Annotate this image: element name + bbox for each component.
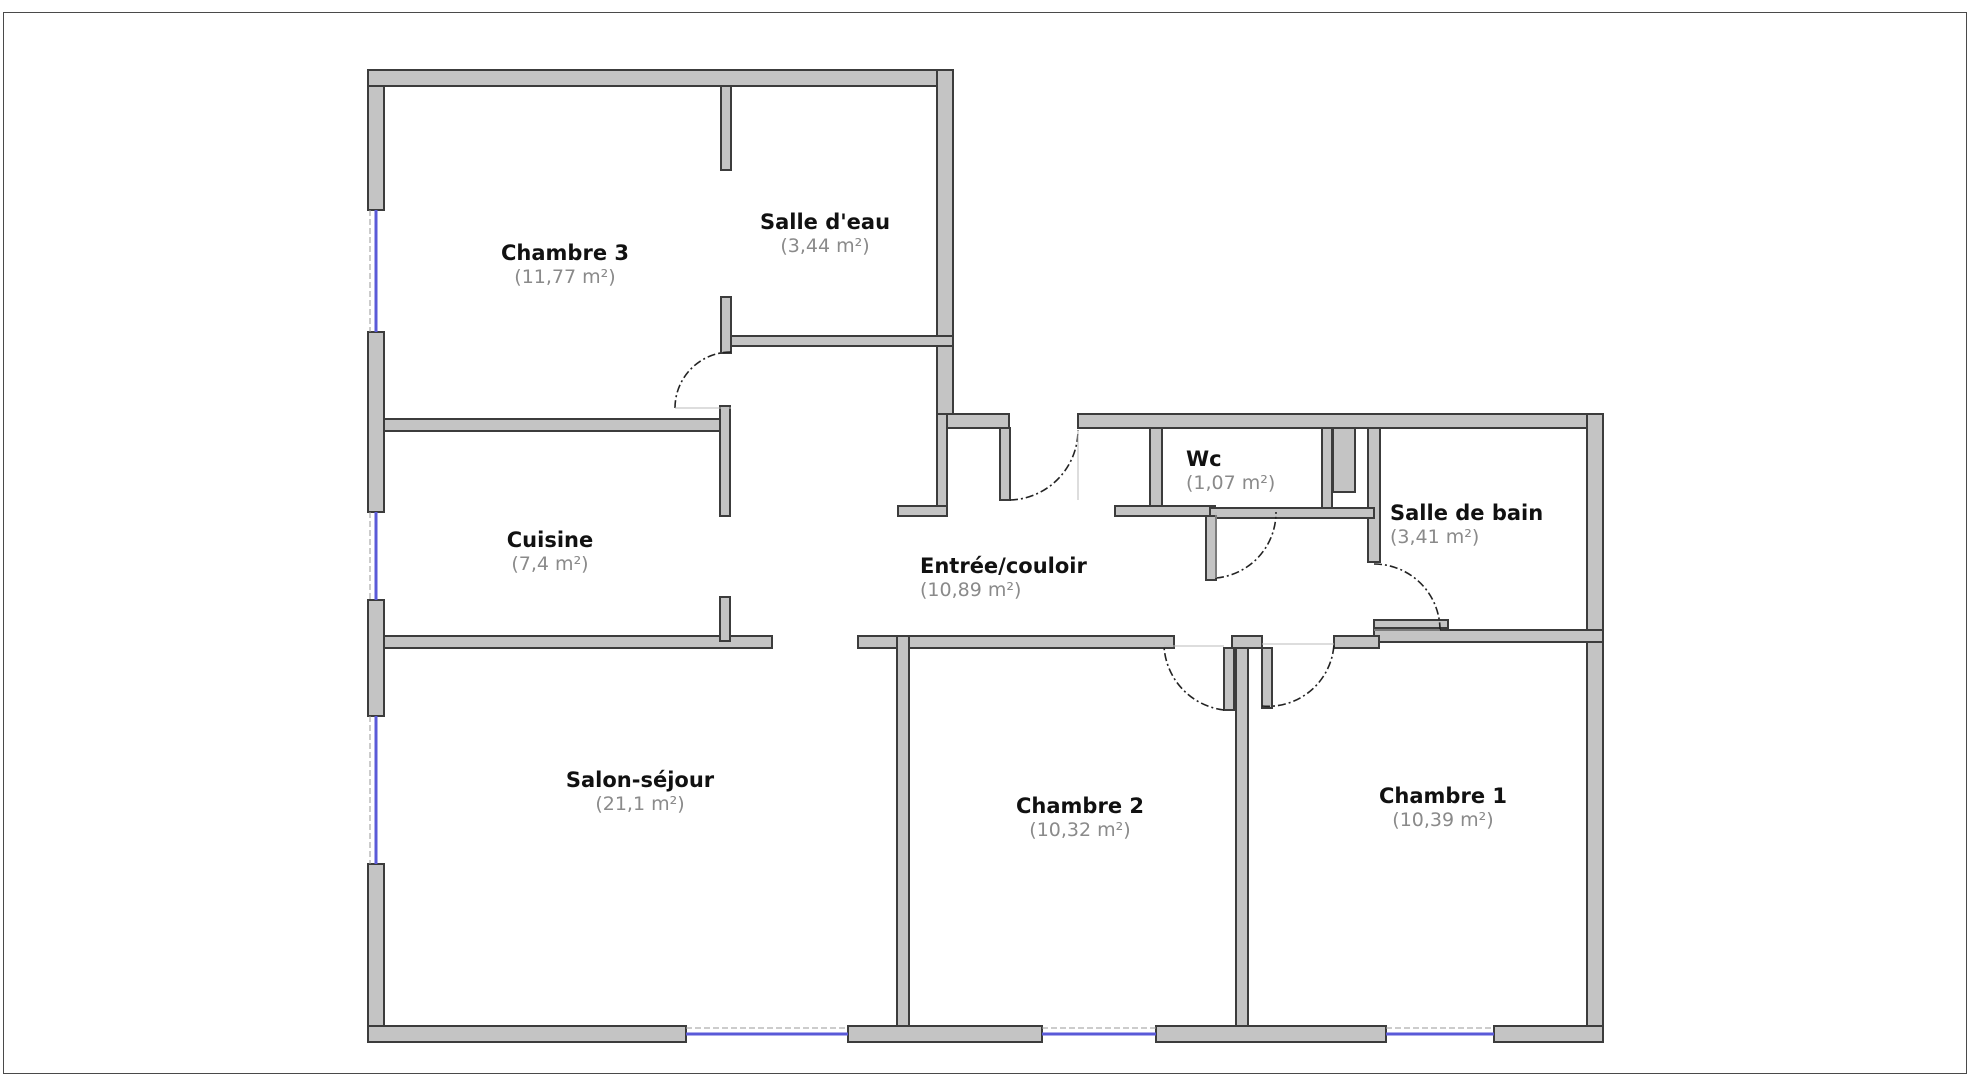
- room-cuisine: Cuisine (7,4 m²): [480, 527, 620, 577]
- wall-segment: [936, 69, 954, 423]
- room-name: Salle d'eau: [759, 210, 891, 234]
- room-name: Chambre 3: [501, 241, 629, 265]
- wall-segment: [720, 85, 732, 171]
- room-salle-eau: Salle d'eau (3,44 m²): [750, 209, 900, 259]
- wall-segment: [1223, 647, 1235, 711]
- wall-segment: [1231, 635, 1263, 649]
- room-name: Chambre 2: [1016, 794, 1144, 818]
- wall-segment: [367, 599, 385, 717]
- door-swing: [1163, 645, 1225, 711]
- doors: [674, 351, 1441, 711]
- wall-segment: [1367, 427, 1381, 563]
- wall-segment: [1321, 427, 1333, 511]
- room-name: Entrée/couloir: [920, 554, 1087, 578]
- wall-segment: [1586, 413, 1604, 1043]
- wall-segment: [897, 505, 948, 517]
- room-name: Salle de bain: [1390, 501, 1544, 525]
- door-swing: [1261, 643, 1335, 708]
- room-name: Chambre 1: [1379, 784, 1507, 808]
- wall-segment: [1205, 515, 1217, 581]
- room-chambre-2: Chambre 2 (10,32 m²): [1000, 793, 1160, 843]
- windows: [369, 210, 1494, 1036]
- wall-segment: [1373, 619, 1449, 629]
- wall-segment: [1235, 647, 1249, 1027]
- wall-segment: [857, 635, 1175, 649]
- wall-segment: [720, 296, 732, 354]
- room-area: (10,32 m²): [1029, 819, 1131, 842]
- wall-segment: [847, 1025, 1043, 1043]
- walls: [367, 69, 1604, 1043]
- wall-segment: [1261, 647, 1273, 709]
- wall-segment: [999, 427, 1011, 501]
- room-chambre-3: Chambre 3 (11,77 m²): [490, 240, 640, 290]
- room-entree-couloir: Entrée/couloir (10,89 m²): [920, 553, 1120, 603]
- room-name: Wc: [1186, 447, 1222, 471]
- room-name: Salon-séjour: [565, 768, 715, 792]
- wall-segment: [936, 413, 948, 517]
- wall-segment: [1333, 635, 1380, 649]
- wall-segment: [383, 418, 725, 432]
- room-area: (1,07 m²): [1186, 472, 1276, 495]
- wall-segment: [383, 635, 773, 649]
- wall-segment: [367, 863, 385, 1043]
- room-area: (7,4 m²): [511, 553, 589, 576]
- door-swing: [1373, 563, 1441, 631]
- room-chambre-1: Chambre 1 (10,39 m²): [1363, 783, 1523, 833]
- wall-segment: [1114, 505, 1216, 517]
- wall-segment: [1493, 1025, 1604, 1043]
- door-swing: [1215, 511, 1277, 579]
- wall-segment: [367, 69, 385, 211]
- wall-segment: [722, 335, 954, 347]
- room-wc: Wc (1,07 m²): [1186, 446, 1306, 496]
- wall-segment: [1077, 413, 1604, 429]
- room-area: (21,1 m²): [595, 793, 685, 816]
- wall-segment: [896, 635, 910, 1027]
- door-swing: [674, 351, 732, 409]
- room-name: Cuisine: [506, 528, 594, 552]
- wall-segment: [719, 596, 731, 642]
- wall-segment: [1149, 427, 1163, 509]
- room-area: (10,89 m²): [920, 579, 1022, 602]
- wall-segment: [1155, 1025, 1387, 1043]
- room-area: (11,77 m²): [514, 266, 616, 289]
- room-area: (10,39 m²): [1392, 809, 1494, 832]
- room-salon-sejour: Salon-séjour (21,1 m²): [560, 767, 720, 817]
- room-area: (3,41 m²): [1390, 526, 1480, 549]
- plan-frame: [3, 12, 1967, 1074]
- wall-segment: [1209, 507, 1375, 519]
- wall-segment: [367, 331, 385, 513]
- wall-segment: [367, 69, 954, 87]
- door-swing: [1009, 429, 1079, 501]
- wall-segment: [367, 1025, 687, 1043]
- wall-segment: [719, 405, 731, 517]
- room-area: (3,44 m²): [780, 235, 870, 258]
- wall-segment: [1332, 427, 1356, 493]
- room-salle-de-bain: Salle de bain (3,41 m²): [1390, 500, 1544, 550]
- wall-segment: [1373, 629, 1604, 643]
